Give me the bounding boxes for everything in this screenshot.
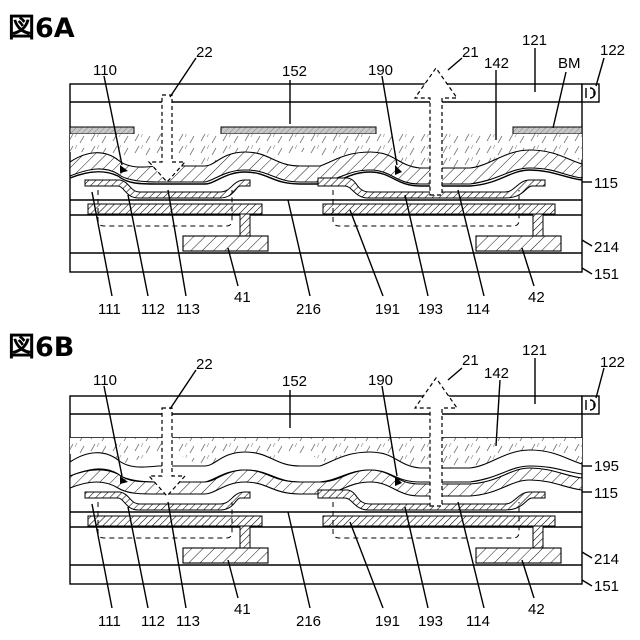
label-21: 21 — [462, 44, 479, 61]
label-22: 22 — [196, 44, 213, 61]
label-216: 216 — [296, 613, 321, 630]
label-142: 142 — [484, 365, 509, 382]
label-193: 193 — [418, 613, 443, 630]
sealant-122 — [582, 84, 599, 102]
label-113: 113 — [176, 613, 200, 630]
via-left — [240, 526, 250, 548]
label-214: 214 — [594, 551, 619, 568]
label-41: 41 — [234, 289, 251, 306]
label-112: 112 — [141, 613, 165, 630]
label-114: 114 — [466, 613, 490, 630]
label-111: 111 — [98, 613, 121, 630]
label-110: 110 — [93, 62, 117, 79]
reflective-electrode-right — [323, 516, 555, 526]
via-left — [240, 214, 250, 236]
label-216: 216 — [296, 301, 321, 318]
label-151: 151 — [594, 266, 619, 283]
label-115: 115 — [594, 485, 618, 502]
reflective-electrode-left — [88, 204, 262, 214]
label-122: 122 — [600, 354, 625, 371]
black-matrix-bm — [70, 127, 134, 134]
label-142: 142 — [484, 55, 509, 72]
label-152: 152 — [282, 63, 307, 80]
label-152: 152 — [282, 373, 307, 390]
label-bm: BM — [558, 55, 581, 72]
label-195: 195 — [594, 458, 619, 475]
black-matrix-bm — [513, 127, 582, 134]
via-right — [533, 526, 543, 548]
label-112: 112 — [141, 301, 165, 318]
transistor-42 — [476, 236, 561, 251]
label-121: 121 — [522, 32, 547, 49]
reflective-electrode-right — [323, 204, 555, 214]
label-115: 115 — [594, 175, 618, 192]
via-right — [533, 214, 543, 236]
label-191: 191 — [375, 613, 400, 630]
label-151: 151 — [594, 578, 619, 595]
label-122: 122 — [600, 42, 625, 59]
label-190: 190 — [368, 62, 393, 79]
label-193: 193 — [418, 301, 443, 318]
label-42: 42 — [528, 289, 545, 306]
reflective-electrode-left — [88, 516, 262, 526]
figure-title: 図6B — [8, 332, 74, 363]
label-21: 21 — [462, 352, 479, 369]
label-113: 113 — [176, 301, 200, 318]
transistor-42 — [476, 548, 561, 563]
label-110: 110 — [93, 372, 117, 389]
figure-6b: 図6B — [8, 332, 625, 630]
label-41: 41 — [234, 601, 251, 618]
black-matrix-bm — [221, 127, 376, 134]
label-22: 22 — [196, 356, 213, 373]
label-42: 42 — [528, 601, 545, 618]
label-114: 114 — [466, 301, 490, 318]
sealant-122 — [582, 396, 599, 414]
transistor-41 — [183, 548, 268, 563]
label-214: 214 — [594, 239, 619, 256]
label-121: 121 — [522, 342, 547, 359]
label-111: 111 — [98, 301, 121, 318]
figure-6a: 図6A — [8, 13, 625, 318]
figure-title: 図6A — [8, 13, 75, 44]
label-190: 190 — [368, 372, 393, 389]
label-191: 191 — [375, 301, 400, 318]
transistor-41 — [183, 236, 268, 251]
